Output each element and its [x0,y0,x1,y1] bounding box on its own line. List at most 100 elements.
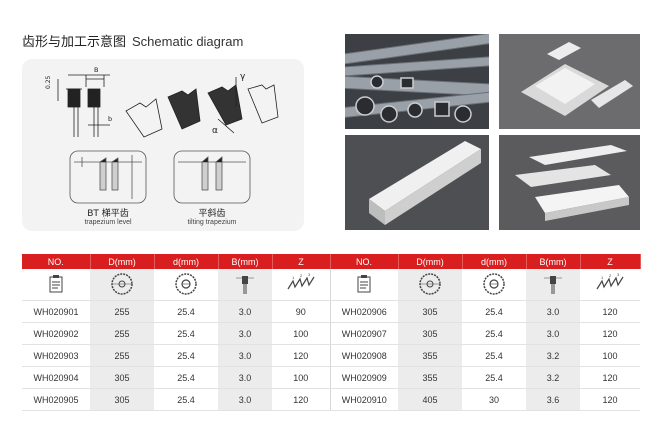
table-header-row: NO. D(mm) d(mm) B(mm) Z NO. D(mm) d(mm) … [22,254,641,269]
svg-text:2: 2 [300,273,303,278]
cell-outer-diameter: 255 [90,300,154,323]
cell-kerf: 3.0 [218,300,272,323]
thickness-icon [526,269,580,301]
cell-bore-diameter: 25.4 [462,300,526,323]
pvc-channel-photo [499,34,640,129]
bore-icon [462,269,526,301]
aluminum-profiles-photo [345,34,489,129]
cell-model-no: WH020906 [329,300,398,323]
cell-kerf: 3.2 [526,344,580,367]
cell-model-no: WH020903 [22,344,90,367]
cell-bore-diameter: 25.4 [154,388,218,411]
cell-outer-diameter: 255 [90,344,154,367]
cell-kerf: 3.0 [218,322,272,345]
title-en: Schematic diagram [132,34,244,49]
cell-outer-diameter: 305 [90,388,154,411]
cell-outer-diameter: 255 [90,322,154,345]
cell-outer-diameter: 405 [398,388,462,411]
tooth-profile-drawing [57,74,110,137]
cell-bore-diameter: 25.4 [462,366,526,389]
bt-tooth-box [69,150,147,204]
cell-teeth: 120 [580,322,640,345]
col-header-d-bore: d(mm) [154,254,219,269]
cell-bore-diameter: 25.4 [154,366,218,389]
cell-teeth: 120 [272,344,330,367]
angle-gamma: γ [240,72,246,82]
dim-b-lower: b [108,115,112,123]
col-header-d-bore: d(mm) [462,254,527,269]
bt-caption: BT 梯平齿 trapezium level [70,206,146,226]
spec-table: NO. D(mm) d(mm) B(mm) Z NO. D(mm) d(mm) … [22,254,641,411]
cell-model-no: WH020902 [22,322,90,345]
col-header-z: Z [580,254,641,269]
cell-teeth: 90 [272,300,330,323]
cell-teeth: 120 [580,366,640,389]
angle-alpha: α [212,126,218,136]
saw-teeth-drawing [125,77,279,138]
cell-model-no: WH020910 [329,388,398,411]
cell-bore-diameter: 25.4 [462,344,526,367]
tilting-label: 平斜齿 [198,209,226,219]
cell-bore-diameter: 25.4 [154,344,218,367]
page-title: 齿形与加工示意图 Schematic diagram [22,31,243,50]
bore-icon [154,269,218,301]
cell-bore-diameter: 25.4 [462,322,526,345]
cell-model-no: WH020907 [329,322,398,345]
cell-bore-diameter: 30 [462,388,526,411]
cell-model-no: WH020901 [22,300,90,323]
cell-model-no: WH020908 [329,344,398,367]
cell-outer-diameter: 305 [398,322,462,345]
cell-kerf: 3.0 [526,322,580,345]
cell-outer-diameter: 305 [90,366,154,389]
tilting-caption: 平斜齿 tilting trapezium [174,206,250,226]
svg-text:3: 3 [308,273,311,277]
document-icon [22,269,90,301]
thickness-icon [218,269,272,301]
col-header-z: Z [272,254,331,269]
cell-kerf: 3.0 [218,388,272,411]
col-header-no: NO. [22,254,91,269]
col-header-b: B(mm) [218,254,273,269]
cell-teeth: 120 [580,300,640,323]
cell-outer-diameter: 355 [398,366,462,389]
col-header-d-outer: D(mm) [90,254,155,269]
cell-model-no: WH020909 [329,366,398,389]
schematic-panel: 0.25 B b γ α BT 梯平齿 trapezium level [22,59,304,231]
cell-kerf: 3.6 [526,388,580,411]
title-cn: 齿形与加工示意图 [22,35,127,50]
col-header-no: NO. [330,254,399,269]
cell-outer-diameter: 305 [398,300,462,323]
cell-teeth: 120 [272,388,330,411]
cell-outer-diameter: 355 [398,344,462,367]
svg-text:1: 1 [292,275,295,280]
cell-kerf: 3.0 [526,300,580,323]
schematic-drawing: 0.25 B b γ α [45,66,279,204]
dim-thickness: 0.25 [45,75,52,89]
svg-text:1: 1 [601,275,604,280]
cell-bore-diameter: 25.4 [154,300,218,323]
svg-text:2: 2 [609,273,612,278]
blade-icon [90,269,154,301]
cell-teeth: 120 [580,388,640,411]
bt-label: BT 梯平齿 [87,209,129,219]
svg-text:3: 3 [617,273,620,277]
cell-model-no: WH020905 [22,388,90,411]
cell-model-no: WH020904 [22,366,90,389]
cell-teeth: 100 [272,322,330,345]
cell-kerf: 3.2 [526,366,580,389]
bt-sub-label: trapezium level [84,219,132,226]
tilting-sub-label: tilting trapezium [187,219,237,226]
pvc-pieces-photo [499,135,640,230]
col-header-b: B(mm) [526,254,581,269]
cell-teeth: 100 [272,366,330,389]
col-header-d-outer: D(mm) [398,254,463,269]
cell-teeth: 100 [580,344,640,367]
